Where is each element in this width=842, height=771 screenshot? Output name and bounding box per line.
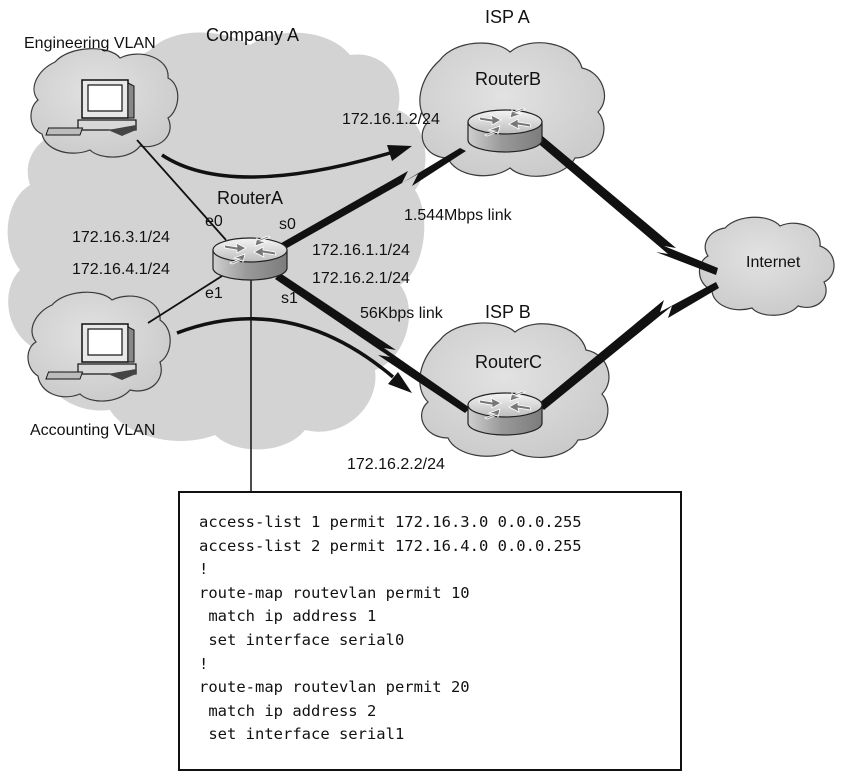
serial-link-s0 (276, 148, 466, 252)
link-slow-label: 56Kbps link (360, 305, 444, 322)
router-a-label: RouterA (217, 188, 283, 208)
s0-ip-label: 172.16.1.1/24 (312, 242, 410, 259)
e1-ip-label: 172.16.4.1/24 (72, 261, 170, 278)
traffic-arrowhead-engineering (387, 145, 412, 161)
config-line: route-map routevlan permit 20 (199, 678, 470, 697)
serial-link-s1 (275, 273, 470, 413)
company-a-label: Company A (206, 25, 299, 45)
accounting-pc-icon (45, 323, 137, 380)
isp-b-label: ISP B (485, 302, 531, 322)
traffic-arrowhead-accounting (388, 372, 412, 393)
config-line: route-map routevlan permit 10 (199, 583, 470, 602)
e0-label: e0 (205, 213, 223, 230)
e0-ip-label: 172.16.3.1/24 (72, 229, 170, 246)
isp-a-cloud (419, 42, 606, 177)
link-fast-label: 1.544Mbps link (404, 207, 513, 224)
lan-link-accounting (147, 275, 223, 324)
config-text: access-list 1 permit 172.16.3.0 0.0.0.25… (180, 493, 680, 747)
engineering-pc-icon (45, 79, 137, 136)
router-c-label: RouterC (475, 352, 542, 372)
router-c-ip-label: 172.16.2.2/24 (347, 456, 445, 473)
config-line: ! (199, 560, 209, 579)
config-line: set interface serial0 (199, 630, 405, 649)
router-a-icon (212, 235, 288, 281)
router-b-icon (467, 107, 543, 153)
serial-link-isp-b-internet (538, 282, 719, 410)
s1-label: s1 (281, 290, 298, 307)
config-box: access-list 1 permit 172.16.3.0 0.0.0.25… (178, 491, 682, 771)
config-line: ! (199, 654, 209, 673)
lan-link-engineering (136, 139, 227, 241)
config-line: access-list 1 permit 172.16.3.0 0.0.0.25… (199, 513, 582, 531)
internet-label: Internet (746, 254, 801, 271)
traffic-arrow-engineering (161, 151, 391, 179)
config-line: set interface serial1 (199, 725, 405, 744)
traffic-arrow-accounting (176, 317, 395, 379)
isp-a-label: ISP A (485, 7, 530, 27)
config-line: match ip address 2 (199, 701, 377, 720)
isp-b-cloud (419, 322, 610, 459)
engineering-vlan-label: Engineering VLAN (24, 35, 156, 52)
router-c-icon (467, 390, 543, 436)
accounting-vlan-label: Accounting VLAN (30, 422, 155, 439)
config-line: access-list 2 permit 172.16.4.0 0.0.0.25… (199, 536, 582, 555)
router-b-label: RouterB (475, 69, 541, 89)
e1-label: e1 (205, 285, 223, 302)
s1-ip-label: 172.16.2.1/24 (312, 270, 410, 287)
serial-link-isp-a-internet (534, 134, 718, 275)
router-b-ip-label: 172.16.1.2/24 (342, 111, 440, 128)
config-line: match ip address 1 (199, 607, 377, 626)
s0-label: s0 (279, 216, 296, 233)
